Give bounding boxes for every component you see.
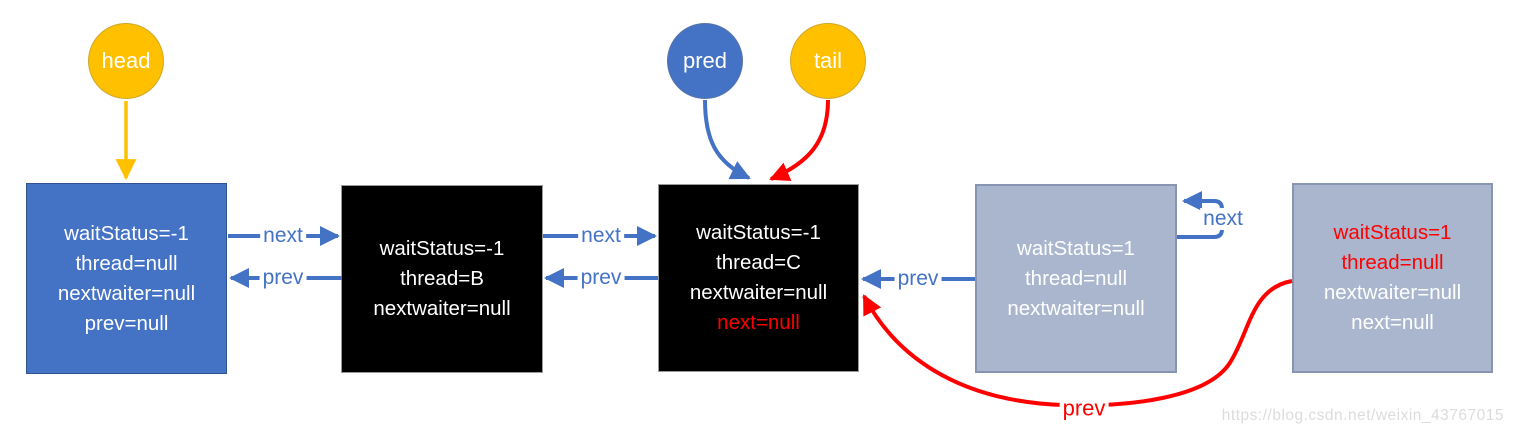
node-cancelled-2: waitStatus=1 thread=null nextwaiter=null… xyxy=(1292,183,1493,373)
prev-label-4-3: prev xyxy=(894,267,942,291)
next-label-2-3: next xyxy=(578,224,624,248)
node-cancelled-1: waitStatus=1 thread=null nextwaiter=null xyxy=(975,184,1177,373)
pred-pointer-circle: pred xyxy=(667,23,743,99)
node-field: waitStatus=-1 xyxy=(696,221,821,244)
node-field: nextwaiter=null xyxy=(1007,296,1145,320)
node-field: waitStatus=1 xyxy=(1017,236,1135,260)
node-field: prev=null xyxy=(84,311,169,335)
node-thread-b: waitStatus=-1 thread=B nextwaiter=null xyxy=(341,185,543,373)
node-field: next=null xyxy=(1351,311,1434,334)
prev-label-3-2: prev xyxy=(577,266,625,290)
node-field: next=null xyxy=(717,311,800,334)
next-label-self-4: next xyxy=(1200,207,1246,231)
node-field: waitStatus=-1 xyxy=(379,237,505,260)
node-field: thread=B xyxy=(400,267,484,290)
pred-arrow xyxy=(703,99,751,180)
node-field: waitStatus=1 xyxy=(1333,221,1452,244)
prev-label-5-3-red: prev xyxy=(1059,396,1109,420)
tail-pointer-label: tail xyxy=(813,48,843,73)
node-field: nextwaiter=null xyxy=(373,297,511,320)
node-field: thread=null xyxy=(1024,266,1127,290)
pred-pointer-label: pred xyxy=(682,48,728,73)
node-field: nextwaiter=null xyxy=(689,281,828,304)
head-pointer-label: head xyxy=(101,48,151,73)
tail-arrow xyxy=(769,99,830,182)
node-thread-c: waitStatus=-1 thread=C nextwaiter=null n… xyxy=(658,184,859,372)
prev-label-2-1: prev xyxy=(259,266,307,290)
node-field: nextwaiter=null xyxy=(1323,281,1462,304)
tail-pointer-circle: tail xyxy=(790,23,866,99)
watermark-url: https://blog.csdn.net/weixin_43767015 xyxy=(1221,407,1504,424)
head-pointer-circle: head xyxy=(88,23,164,99)
node-head-sentinel: waitStatus=-1 thread=null nextwaiter=nul… xyxy=(26,183,227,374)
node-field: thread=null xyxy=(75,251,178,275)
node-field: waitStatus=-1 xyxy=(64,221,189,245)
node-field: thread=null xyxy=(1341,251,1444,274)
node-field: thread=C xyxy=(716,251,801,274)
node-field: nextwaiter=null xyxy=(57,281,196,305)
next-label-1-2: next xyxy=(260,224,306,248)
